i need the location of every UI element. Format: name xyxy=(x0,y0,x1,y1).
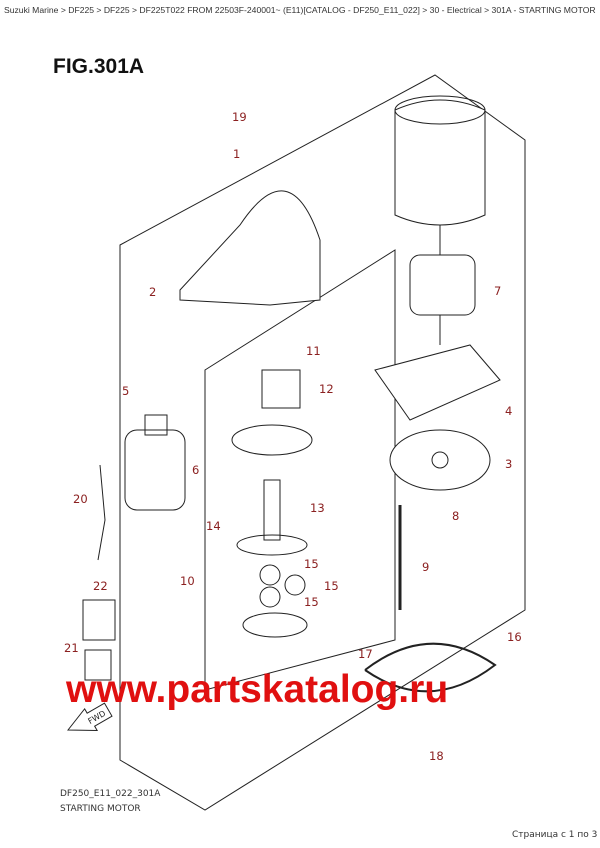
lever-housing xyxy=(231,424,313,456)
watermark: www.partskatalog.ru xyxy=(66,668,449,711)
diagram-code: DF250_E11_022_301A xyxy=(60,789,161,799)
callout-7[interactable]: 7 xyxy=(494,284,502,298)
group-frame xyxy=(119,74,526,811)
bearings xyxy=(259,564,306,608)
callout-15b[interactable]: 15 xyxy=(324,579,339,593)
callout-3[interactable]: 3 xyxy=(505,457,513,471)
callout-17[interactable]: 17 xyxy=(358,647,373,661)
callout-2[interactable]: 2 xyxy=(149,285,157,299)
callout-19[interactable]: 19 xyxy=(232,110,247,124)
callout-10[interactable]: 10 xyxy=(180,574,195,588)
snap-ring xyxy=(242,612,308,638)
fwd-arrow: FWD xyxy=(66,702,113,732)
callout-14[interactable]: 14 xyxy=(206,519,221,533)
bracket-band xyxy=(364,642,497,693)
callout-9[interactable]: 9 xyxy=(422,560,430,574)
end-plate xyxy=(389,429,491,491)
relay xyxy=(82,599,116,641)
solenoid xyxy=(124,414,186,511)
callout-1[interactable]: 1 xyxy=(233,147,241,161)
brush-holder xyxy=(374,344,501,421)
callout-21[interactable]: 21 xyxy=(64,641,79,655)
callout-5[interactable]: 5 xyxy=(122,384,130,398)
armature xyxy=(409,225,476,345)
pinion-gear xyxy=(261,369,301,409)
callout-15a[interactable]: 15 xyxy=(304,557,319,571)
solenoid-cover xyxy=(179,190,321,306)
motor-housing xyxy=(394,95,486,226)
callout-6[interactable]: 6 xyxy=(192,463,200,477)
pagination: Страница с 1 по 3 xyxy=(512,830,598,840)
callout-18[interactable]: 18 xyxy=(429,749,444,763)
diagram-caption: STARTING MOTOR xyxy=(60,804,141,814)
callout-12[interactable]: 12 xyxy=(319,382,334,396)
cap xyxy=(84,649,112,681)
breadcrumb[interactable]: Suzuki Marine > DF225 > DF225 > DF225T02… xyxy=(4,5,596,15)
callout-13[interactable]: 13 xyxy=(310,501,325,515)
shaft xyxy=(236,479,308,556)
figure-title: FIG.301A xyxy=(53,55,145,78)
callout-22[interactable]: 22 xyxy=(93,579,108,593)
inner-frame xyxy=(204,249,396,691)
callout-11[interactable]: 11 xyxy=(306,344,321,358)
callout-4[interactable]: 4 xyxy=(505,404,513,418)
callout-20[interactable]: 20 xyxy=(73,492,88,506)
lead-wire xyxy=(97,464,106,561)
callout-16[interactable]: 16 xyxy=(507,630,522,644)
callout-15c[interactable]: 15 xyxy=(304,595,319,609)
callout-8[interactable]: 8 xyxy=(452,509,460,523)
